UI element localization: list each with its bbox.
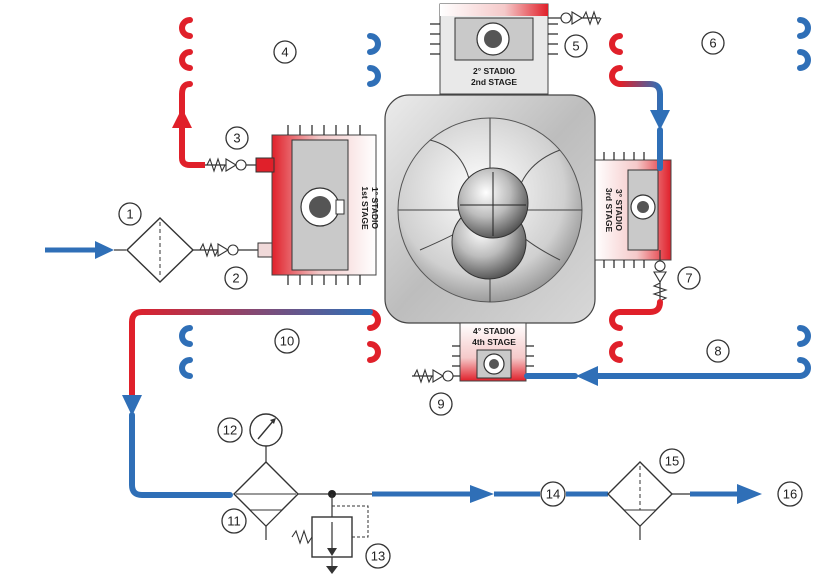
outlet-pipe — [298, 484, 762, 504]
callout-15-label: 15 — [665, 454, 679, 469]
callout-4-label: 4 — [281, 45, 288, 60]
callout-1-label: 1 — [126, 207, 133, 222]
intercooler-6 — [601, 17, 811, 171]
callout-10: 10 — [274, 328, 300, 354]
up-arrow-icon — [172, 108, 205, 168]
first-stage-label-line1: 1° STADIO — [370, 187, 380, 229]
callout-16: 16 — [777, 481, 803, 507]
check-valve-7 — [652, 250, 668, 302]
inlet-pipe — [45, 241, 126, 259]
second-stage-label: 2° STADIO 2nd STAGE — [471, 66, 517, 87]
check-valve-9 — [412, 368, 460, 384]
first-stage-label-line2: 1st STAGE — [360, 186, 370, 230]
check-valve-5 — [548, 10, 602, 26]
callout-7: 7 — [677, 266, 701, 290]
callout-6-label: 6 — [709, 36, 716, 51]
callout-11-label: 11 — [227, 514, 241, 529]
fourth-stage-label-line1: 4° STADIO — [473, 326, 515, 336]
left-arrow-icon — [576, 366, 598, 386]
fourth-stage-label-line2: 4th STAGE — [472, 337, 516, 347]
fourth-stage-label: 4° STADIO 4th STAGE — [472, 326, 516, 347]
third-stage-label-line2: 3rd STAGE — [604, 188, 614, 233]
callout-6: 6 — [701, 31, 725, 55]
outlet-filter-icon — [607, 461, 690, 540]
intercooler-8 — [524, 299, 811, 379]
callout-15: 15 — [659, 448, 685, 474]
crankcase-housing — [384, 94, 596, 324]
callout-3: 3 — [225, 126, 249, 150]
intercooler-4 — [179, 17, 443, 123]
callout-4: 4 — [273, 40, 297, 64]
callout-3-label: 3 — [233, 131, 240, 146]
safety-valve-icon — [291, 494, 369, 574]
callout-12: 12 — [217, 417, 243, 443]
callout-12-label: 12 — [223, 423, 237, 438]
check-valve-2 — [193, 242, 275, 258]
callout-11: 11 — [221, 508, 247, 534]
first-stage-cylinder — [255, 125, 377, 285]
callout-16-label: 16 — [783, 487, 797, 502]
check-valve-3 — [205, 157, 256, 173]
callout-5: 5 — [564, 34, 588, 58]
callout-2: 2 — [224, 266, 248, 290]
callout-13-label: 13 — [371, 549, 385, 564]
separator-filter-icon — [233, 446, 299, 540]
callout-1: 1 — [118, 202, 142, 226]
callout-9: 9 — [429, 392, 453, 416]
callout-13: 13 — [365, 543, 391, 569]
third-stage-label-line1: 3° STADIO — [614, 189, 624, 231]
second-stage-label-line2: 2nd STAGE — [471, 77, 517, 87]
callout-14-label: 14 — [546, 487, 560, 502]
down-arrow-icon — [650, 110, 670, 130]
first-stage-label: 1° STADIO 1st STAGE — [360, 186, 380, 230]
callout-2-label: 2 — [232, 271, 239, 286]
callout-9-label: 9 — [437, 397, 444, 412]
second-stage-label-line1: 2° STADIO — [473, 66, 515, 76]
down-arrow-icon — [122, 395, 142, 416]
callout-8: 8 — [706, 339, 730, 363]
callout-10-label: 10 — [280, 334, 294, 349]
second-stage-cylinder — [430, 3, 558, 95]
callout-14: 14 — [540, 481, 566, 507]
fourth-stage-cylinder — [452, 322, 534, 382]
third-stage-cylinder — [594, 152, 672, 268]
third-stage-label: 3° STADIO 3rd STAGE — [604, 188, 624, 233]
pressure-gauge-icon — [249, 413, 283, 447]
inlet-filter-icon — [125, 217, 195, 283]
callout-8-label: 8 — [714, 344, 721, 359]
callout-7-label: 7 — [685, 271, 692, 286]
callout-5-label: 5 — [572, 39, 579, 54]
